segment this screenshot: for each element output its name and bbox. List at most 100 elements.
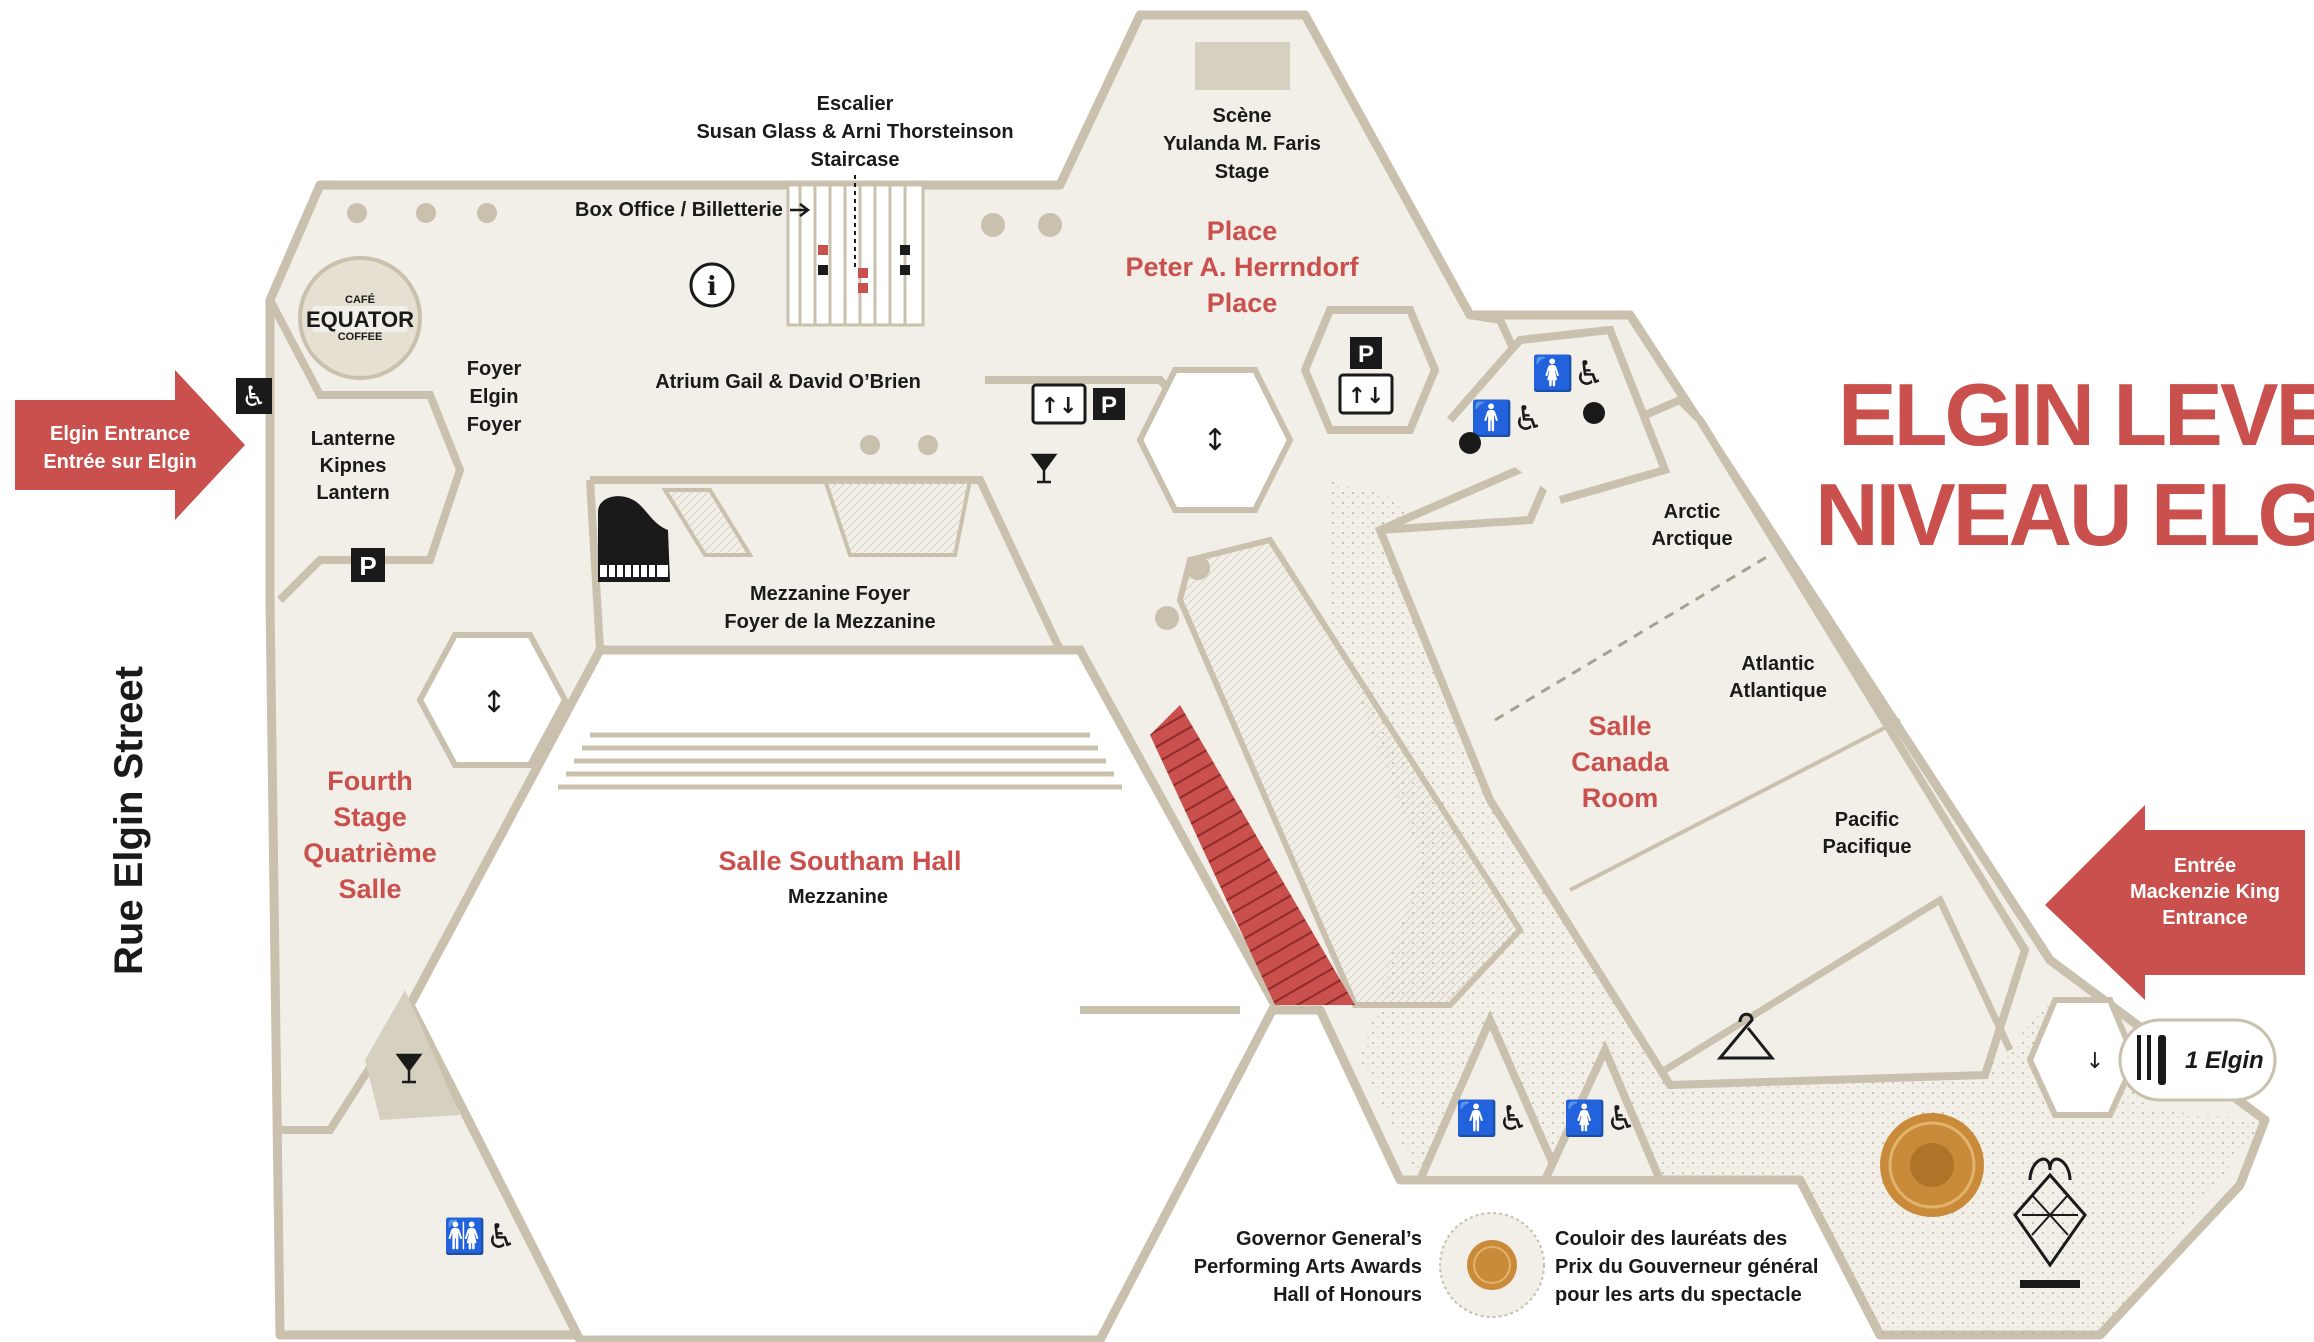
mezzanine-foyer-label: Mezzanine Foyer Foyer de la Mezzanine (724, 583, 935, 633)
mackenzie-entrance-line2: Mackenzie King (2130, 881, 2280, 903)
piano-platform (661, 488, 754, 557)
svg-text:♿: ♿ (241, 380, 266, 413)
parking-icon: P (1093, 388, 1125, 420)
mezzanine-seating (1176, 536, 1524, 1008)
plaza-dotted-area (1330, 480, 2265, 1335)
atlantic-label: Atlantic Atlantique (1729, 653, 1827, 702)
elevator-hex (1300, 306, 1440, 434)
box-office-seats (818, 245, 910, 293)
stage-line2: Yulanda M. Faris (1163, 133, 1321, 155)
canada-room-label: Salle Canada Room (1571, 711, 1670, 813)
hall-of-honours-en: Governor General’s Performing Arts Award… (1194, 1228, 1422, 1306)
cafe-tables (347, 203, 1210, 630)
pacific-line2: Pacifique (1823, 836, 1912, 858)
wheelchair-icon: ♿ (236, 378, 272, 414)
hoh-en-line3: Hall of Honours (1273, 1284, 1422, 1306)
atrium-label: Atrium Gail & David O’Brien (655, 371, 921, 393)
svg-text:↕: ↕ (1202, 423, 1227, 458)
baby-change-icon (1459, 402, 1605, 454)
medal-icon (1439, 1212, 1545, 1318)
svg-text:🚻♿: 🚻♿ (444, 1217, 517, 1257)
info-icon: i (689, 262, 735, 308)
arctic-line2: Arctique (1651, 528, 1732, 550)
stairs-icon: ↕ (481, 685, 506, 720)
arctic-line1: Arctic (1664, 501, 1721, 523)
elgin-entrance-line1: Elgin Entrance (50, 423, 190, 445)
place-line1: Place (1207, 216, 1278, 246)
stage-line1: Scène (1213, 105, 1272, 127)
lantern-line2: Kipnes (320, 455, 387, 477)
staircase-line3: Staircase (811, 149, 900, 171)
fourth-stage-line1: Fourth (327, 766, 412, 796)
stage-label: Scène Yulanda M. Faris Stage (1163, 105, 1321, 183)
stair-core-right (2026, 997, 2139, 1118)
foyer-line1: Foyer (467, 358, 522, 380)
canada-room[interactable] (1374, 395, 2030, 1090)
bar-icon (1030, 453, 1058, 484)
svg-text:i: i (707, 272, 717, 302)
elgin-entrance-arrow[interactable]: Elgin Entrance Entrée sur Elgin (15, 370, 245, 520)
lantern-line3: Lantern (316, 482, 389, 504)
svg-text:P: P (1101, 392, 1117, 419)
red-seating (1150, 705, 1355, 1005)
fork-knife-icon (2137, 1035, 2166, 1085)
cafe-line3: COFFEE (338, 331, 383, 343)
foyer-label: Foyer Elgin Foyer (467, 358, 522, 436)
street-label: Rue Elgin Street (107, 666, 151, 975)
cafe-line1: CAFÉ (345, 293, 375, 306)
mackenzie-entrance-line3: Entrance (2162, 907, 2248, 929)
restaurant-label: 1 Elgin (2185, 1047, 2264, 1074)
parking-icon: P (351, 548, 385, 582)
svg-text:↑↓: ↑↓ (1348, 384, 1385, 409)
elgin-entrance-line2: Entrée sur Elgin (43, 451, 196, 473)
cafe-logo[interactable]: CAFÉ EQUATOR COFFEE (306, 293, 414, 343)
hoh-en-line2: Performing Arts Awards (1194, 1256, 1422, 1278)
svg-text:🚺♿: 🚺♿ (1532, 354, 1605, 394)
washroom-icon: 🚺♿ (1532, 354, 1605, 394)
canada-line2: Canada (1571, 747, 1670, 777)
place-label: Place Peter A. Herrndorf Place (1125, 216, 1359, 318)
level-title-en: ELGIN LEVEL (1838, 365, 2314, 464)
piano-icon (598, 496, 670, 582)
elevator-icon: ↑↓ (1338, 373, 1394, 415)
mackenzie-entrance-arrow[interactable]: Entrée Mackenzie King Entrance (2045, 805, 2305, 1000)
canada-line1: Salle (1588, 711, 1651, 741)
washroom-block-2 (1538, 1040, 1667, 1184)
fourth-stage-line4: Salle (338, 874, 401, 904)
mackenzie-entrance-line1: Entrée (2174, 855, 2236, 877)
bar-icon (395, 1053, 423, 1084)
hoh-fr-line1: Couloir des lauréats des (1555, 1228, 1787, 1250)
pacific-line1: Pacific (1835, 809, 1899, 831)
stairs-icon: ↓ (2086, 1049, 2104, 1074)
hoh-fr-line2: Prix du Gouverneur général (1555, 1256, 1818, 1278)
svg-text:↓: ↓ (2086, 1049, 2104, 1074)
arctic-label: Arctic Arctique (1651, 501, 1732, 550)
stairs-icon: ↕ (1202, 423, 1227, 458)
atlantic-line1: Atlantic (1741, 653, 1814, 675)
foyer-line2: Elgin (470, 386, 519, 408)
lantern-line1: Lanterne (311, 428, 395, 450)
elevator-icon: ↑↓ (1031, 383, 1087, 425)
stair-core-left (416, 632, 569, 768)
atrium-seating (822, 478, 973, 557)
washroom-icon: 🚺♿ (1564, 1099, 1637, 1139)
svg-text:🚹♿: 🚹♿ (1456, 1099, 1529, 1139)
hoh-en-line1: Governor General’s (1236, 1228, 1422, 1250)
restaurant-1-elgin[interactable]: 1 Elgin (2118, 1018, 2277, 1102)
southam-line2: Mezzanine (788, 886, 888, 908)
parking-icon: P (1350, 337, 1382, 369)
southam-line1: Salle Southam Hall (718, 846, 961, 876)
staircase-line2: Susan Glass & Arni Thorsteinson (696, 121, 1013, 143)
box-office-label[interactable]: Box Office / Billetterie (575, 199, 783, 221)
plaza-medal-icon (1880, 1113, 1984, 1217)
fountain-icon (2013, 1157, 2087, 1288)
svg-text:🚹♿: 🚹♿ (1471, 399, 1544, 439)
stage-block (1195, 42, 1290, 90)
pacific-wall (1663, 894, 2014, 1073)
svg-text:↑↓: ↑↓ (1041, 394, 1078, 419)
fourth-stage-line2: Stage (333, 802, 407, 832)
svg-text:P: P (359, 551, 376, 581)
pacific-label: Pacific Pacifique (1823, 809, 1912, 858)
stage-steps (558, 732, 1122, 790)
mezzanine-foyer-line2: Foyer de la Mezzanine (724, 611, 935, 633)
